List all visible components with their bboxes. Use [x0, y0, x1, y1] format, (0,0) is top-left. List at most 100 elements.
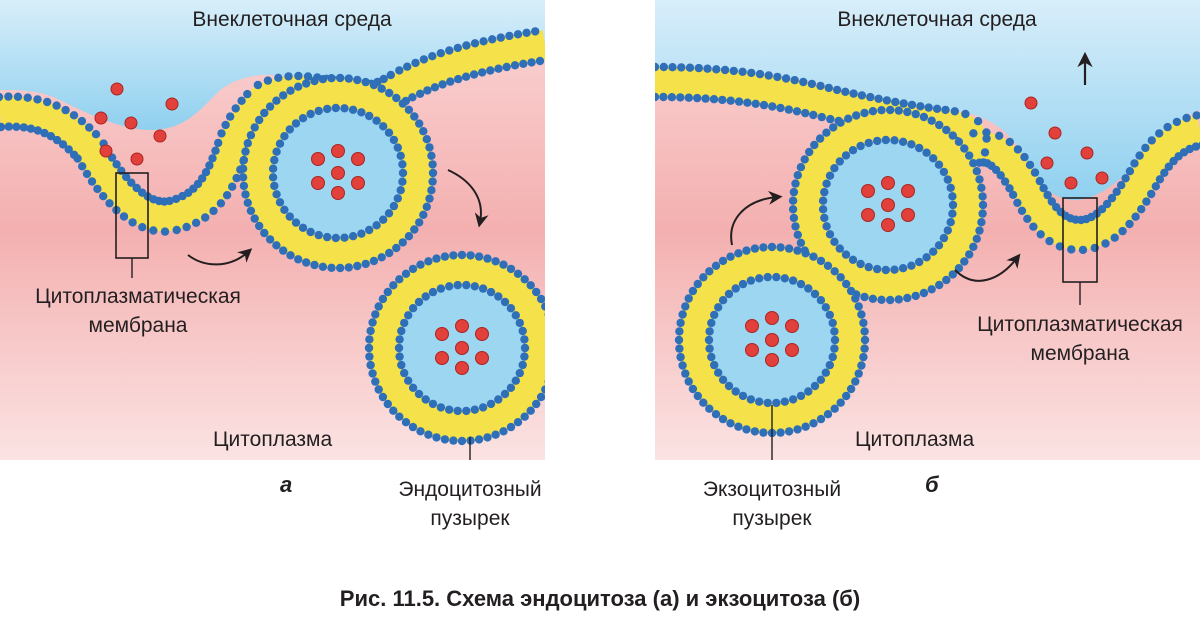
lipid-head: [915, 257, 924, 267]
lipid-head: [379, 122, 388, 131]
lipid-head: [821, 368, 830, 377]
figure-caption: Рис. 11.5. Схема эндоцитоза (а) и экзоци…: [339, 586, 861, 611]
lipid-head: [830, 327, 839, 336]
lipid-head: [272, 147, 281, 156]
lipid-head: [943, 175, 952, 184]
lipid-head: [361, 77, 370, 87]
lipid-head: [369, 256, 379, 266]
lipid-head: [1118, 226, 1127, 236]
lipid-head: [809, 252, 818, 261]
lipid-head: [868, 294, 878, 303]
lipid-head: [841, 250, 851, 259]
lipid-head: [385, 248, 394, 258]
lipid-head: [742, 425, 751, 434]
lipid-head: [1155, 175, 1165, 184]
lipid-head: [353, 75, 362, 85]
lipid-head: [0, 122, 6, 132]
lipid-head: [742, 246, 751, 255]
lipid-head: [395, 335, 404, 344]
lipid-head: [396, 186, 405, 195]
lipid-head: [470, 282, 479, 291]
lipid-head: [911, 291, 920, 301]
lipid-head: [799, 77, 808, 87]
lipid-head: [816, 81, 825, 91]
lipid-head: [915, 143, 924, 153]
lipid-head: [331, 103, 340, 113]
lipid-head: [720, 65, 730, 75]
lipid-head: [336, 263, 345, 273]
lipid-head: [43, 97, 52, 107]
lipid-head: [1023, 214, 1032, 223]
lipid-head: [58, 140, 68, 149]
lipid-head: [1067, 245, 1076, 254]
lipid-head: [772, 398, 781, 408]
lipid-head: [513, 269, 523, 278]
lipid-head: [318, 75, 328, 84]
lipid-head: [428, 177, 437, 186]
lipid-head: [857, 361, 866, 370]
lipid-head: [898, 264, 908, 273]
lipid-head: [1151, 182, 1160, 191]
lipid-head: [788, 276, 798, 285]
lipid-head: [510, 61, 520, 70]
lipid-head: [371, 310, 380, 319]
lipid-head: [12, 122, 21, 131]
lipid-head: [860, 292, 869, 302]
lipid-head: [846, 286, 856, 296]
lipid-head: [1192, 111, 1200, 120]
lipid-head: [784, 244, 794, 253]
lipid-head: [796, 391, 806, 401]
lipid-head: [789, 213, 799, 223]
lipid-head: [260, 108, 269, 118]
lipid-head: [201, 168, 211, 177]
particle: [94, 111, 108, 125]
lipid-head: [392, 93, 401, 103]
lipid-head: [149, 226, 158, 235]
lipid-head: [491, 430, 500, 439]
lipid-head: [400, 368, 409, 378]
lipid-head: [61, 105, 70, 115]
lipid-head: [810, 381, 820, 391]
lipid-head: [423, 86, 432, 95]
lipid-head: [389, 406, 398, 415]
lipid-head: [478, 284, 488, 293]
lipid-head: [286, 251, 295, 260]
lipid-head: [505, 31, 514, 41]
lipid-head: [378, 294, 388, 304]
particle: [765, 311, 779, 325]
lipid-head: [291, 119, 301, 128]
lipid-head: [488, 35, 497, 44]
lipid-head: [377, 253, 386, 262]
lipid-head: [268, 164, 278, 173]
lipid-head: [705, 404, 714, 413]
lipid-head: [522, 28, 531, 37]
lipid-head: [105, 199, 114, 208]
lipid-head: [961, 109, 970, 119]
lipid-head: [393, 143, 402, 152]
lipid-head: [935, 120, 944, 130]
lipid-head: [704, 335, 714, 345]
lipid-head: [285, 125, 294, 134]
lipid-head: [982, 128, 991, 137]
lipid-head: [511, 311, 520, 320]
lipid-head: [379, 215, 388, 224]
lipid-head: [453, 280, 462, 290]
lipid-head: [428, 52, 437, 61]
lipid-head: [496, 33, 505, 42]
lipid-head: [532, 287, 541, 297]
lipid-head: [674, 335, 684, 345]
lipid-head: [693, 93, 702, 103]
lipid-head: [734, 249, 743, 258]
lipid-head: [842, 279, 851, 289]
lipid-head: [780, 397, 789, 406]
lipid-head: [874, 94, 883, 104]
vesicle-tails: [793, 110, 983, 300]
lipid-head: [943, 226, 952, 235]
lipid-head: [939, 233, 949, 243]
lipid-head: [19, 123, 28, 132]
lipid-head: [237, 96, 246, 106]
lipid-head: [978, 192, 987, 201]
lipid-head: [948, 270, 957, 279]
lipid-head: [243, 198, 252, 207]
lipid-head: [469, 70, 479, 79]
